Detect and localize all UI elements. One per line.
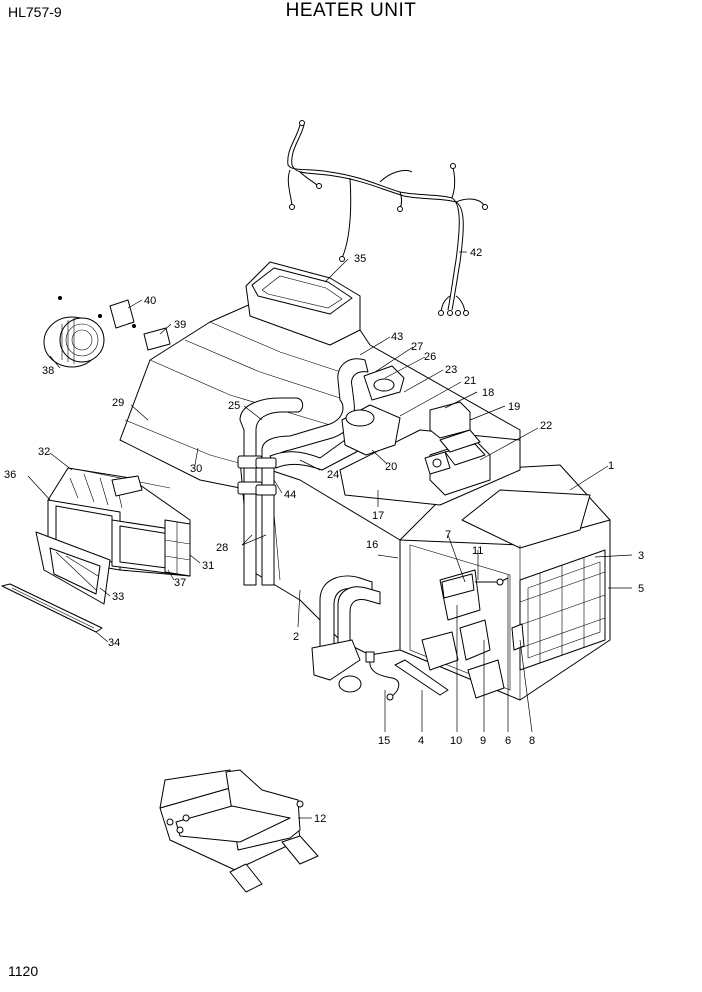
- callout-27: 27: [411, 341, 423, 353]
- callout-19: 19: [508, 401, 520, 413]
- callout-18: 18: [482, 387, 494, 399]
- callout-42: 42: [470, 247, 482, 259]
- callout-17: 17: [372, 510, 384, 522]
- callout-26: 26: [424, 351, 436, 363]
- callout-28: 28: [216, 542, 228, 554]
- callout-33: 33: [112, 591, 124, 603]
- callout-40: 40: [144, 295, 156, 307]
- leader-lines: [27, 251, 633, 819]
- heater-housing: [119, 261, 611, 701]
- model-code: HL757-9: [8, 4, 62, 20]
- callout-25: 25: [228, 400, 240, 412]
- callout-29: 29: [112, 397, 124, 409]
- valve-assembly: [341, 365, 481, 475]
- callout-34: 34: [108, 637, 120, 649]
- callout-31: 31: [202, 560, 214, 572]
- callout-37: 37: [174, 577, 186, 589]
- callout-12: 12: [314, 813, 326, 825]
- callout-2: 2: [293, 631, 299, 643]
- callout-44: 44: [284, 489, 296, 501]
- callout-35: 35: [354, 253, 366, 265]
- callout-36: 36: [4, 469, 16, 481]
- callout-16: 16: [366, 539, 378, 551]
- callout-23: 23: [445, 364, 457, 376]
- intake-ducts: [1, 467, 191, 633]
- callout-30: 30: [190, 463, 202, 475]
- callout-10: 10: [450, 735, 462, 747]
- callout-4: 4: [418, 735, 424, 747]
- page-title: HEATER UNIT: [285, 0, 417, 21]
- callout-38: 38: [42, 365, 54, 377]
- callout-5: 5: [638, 583, 644, 595]
- callout-3: 3: [638, 550, 644, 562]
- callout-labels: 1 2 3 4 5 6 7 8 9 10 11 12 15 16 17 18 1…: [4, 247, 644, 825]
- wiring-harness: [287, 120, 488, 316]
- callout-21: 21: [464, 375, 476, 387]
- blower-parts: [43, 296, 171, 368]
- callout-20: 20: [385, 461, 397, 473]
- callout-43: 43: [391, 331, 403, 343]
- callout-39: 39: [174, 319, 186, 331]
- electrical-components: [365, 569, 525, 701]
- callout-9: 9: [480, 735, 486, 747]
- callout-1: 1: [608, 460, 614, 472]
- bracket-12: [159, 769, 319, 893]
- callout-32: 32: [38, 446, 50, 458]
- page-number: 1120: [8, 963, 39, 979]
- callout-22: 22: [540, 420, 552, 432]
- callout-15: 15: [378, 735, 390, 747]
- callout-11: 11: [472, 545, 483, 557]
- callout-6: 6: [505, 735, 511, 747]
- callout-7: 7: [445, 529, 451, 541]
- callout-24: 24: [327, 469, 339, 481]
- callout-8: 8: [529, 735, 535, 747]
